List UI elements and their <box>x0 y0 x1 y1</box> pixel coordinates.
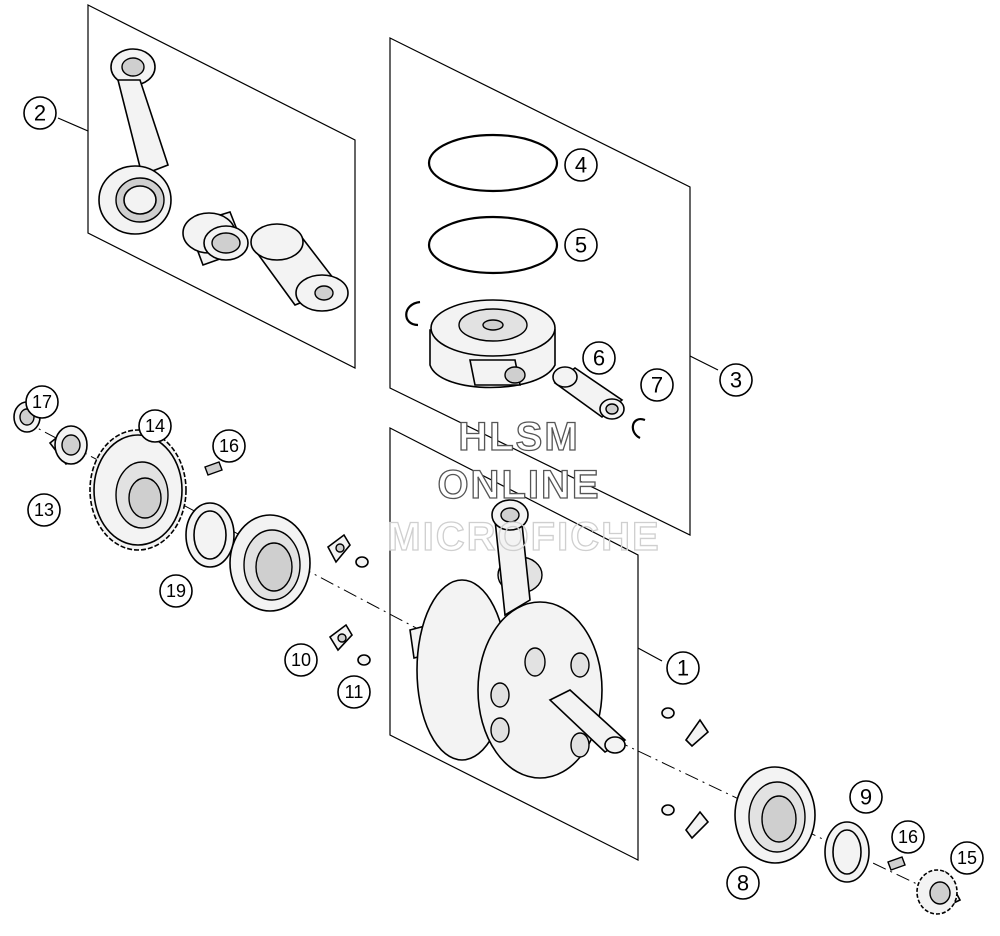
callout-7: 7 <box>640 368 674 402</box>
callout-8: 8 <box>726 866 760 900</box>
callout-6: 6 <box>582 341 616 375</box>
callout-3: 3 <box>719 363 753 397</box>
callout-9: 9 <box>849 780 883 814</box>
callout-16-right: 16 <box>891 820 925 854</box>
svg-text:4: 4 <box>575 153 587 178</box>
leader-3 <box>689 355 719 371</box>
screw-11-upper <box>355 556 369 568</box>
svg-text:1: 1 <box>677 656 689 681</box>
panel-crankshaft <box>389 427 639 861</box>
svg-text:2: 2 <box>34 101 46 126</box>
callout-17: 17 <box>25 385 59 419</box>
watermark-line-1: HLSM <box>458 415 579 459</box>
lock-plate-10-upper <box>326 533 351 564</box>
screw-11-lower <box>357 654 371 666</box>
callout-13: 13 <box>27 493 61 527</box>
shaft-seal-19 <box>185 502 235 568</box>
svg-text:3: 3 <box>730 368 742 393</box>
svg-text:15: 15 <box>957 848 977 868</box>
piston <box>429 299 556 389</box>
svg-text:16: 16 <box>898 827 918 847</box>
lock-plate-right-lower <box>684 810 710 840</box>
woodruff-key-16-left <box>204 461 223 476</box>
callout-14: 14 <box>138 409 172 443</box>
svg-text:6: 6 <box>593 346 605 371</box>
svg-text:17: 17 <box>32 392 52 412</box>
main-bearing-8 <box>734 766 816 864</box>
gear-14 <box>89 429 187 551</box>
main-bearing-left <box>229 514 311 612</box>
axis-right <box>614 739 941 896</box>
panel-piston <box>389 37 691 536</box>
leader-2 <box>57 117 89 132</box>
axis-left <box>21 419 421 631</box>
svg-text:8: 8 <box>737 871 749 896</box>
watermark-line-3: MICROFICHE <box>387 515 660 559</box>
connecting-rod-small <box>98 48 172 235</box>
watermark-line-2: ONLINE <box>437 463 600 507</box>
callout-19: 19 <box>159 574 193 608</box>
svg-text:10: 10 <box>291 650 311 670</box>
wrist-pin <box>552 366 625 420</box>
bearing-bushing <box>182 211 249 267</box>
spacer-13 <box>48 425 88 466</box>
lock-plate-right-upper <box>684 718 710 748</box>
svg-text:5: 5 <box>575 233 587 258</box>
screw-right-lower <box>661 804 675 816</box>
svg-text:9: 9 <box>860 785 872 810</box>
svg-text:14: 14 <box>145 416 165 436</box>
leader-1 <box>637 647 663 662</box>
circlip-left <box>405 300 421 327</box>
piston-ring-5 <box>427 215 559 275</box>
callout-10: 10 <box>284 643 318 677</box>
piston-ring-4 <box>427 133 559 193</box>
svg-text:16: 16 <box>219 436 239 456</box>
callout-1: 1 <box>666 651 700 685</box>
callout-15: 15 <box>950 841 984 875</box>
callout-11: 11 <box>337 675 371 709</box>
crankshaft-assembly <box>409 499 627 779</box>
callout-4: 4 <box>564 148 598 182</box>
svg-text:11: 11 <box>345 682 364 702</box>
woodruff-key-16-right <box>887 856 906 871</box>
callout-5: 5 <box>564 228 598 262</box>
crank-pin <box>250 223 349 312</box>
svg-text:7: 7 <box>651 373 663 398</box>
callout-2: 2 <box>23 96 57 130</box>
circlip-right <box>631 418 646 439</box>
lock-plate-10-lower <box>328 623 353 652</box>
panel-connecting-rod <box>87 4 356 369</box>
screw-right-upper <box>661 707 675 719</box>
callout-16-left: 16 <box>212 429 246 463</box>
shaft-seal-9 <box>824 821 870 883</box>
svg-text:19: 19 <box>166 581 186 601</box>
svg-text:13: 13 <box>34 500 54 520</box>
gear-15 <box>916 869 962 915</box>
